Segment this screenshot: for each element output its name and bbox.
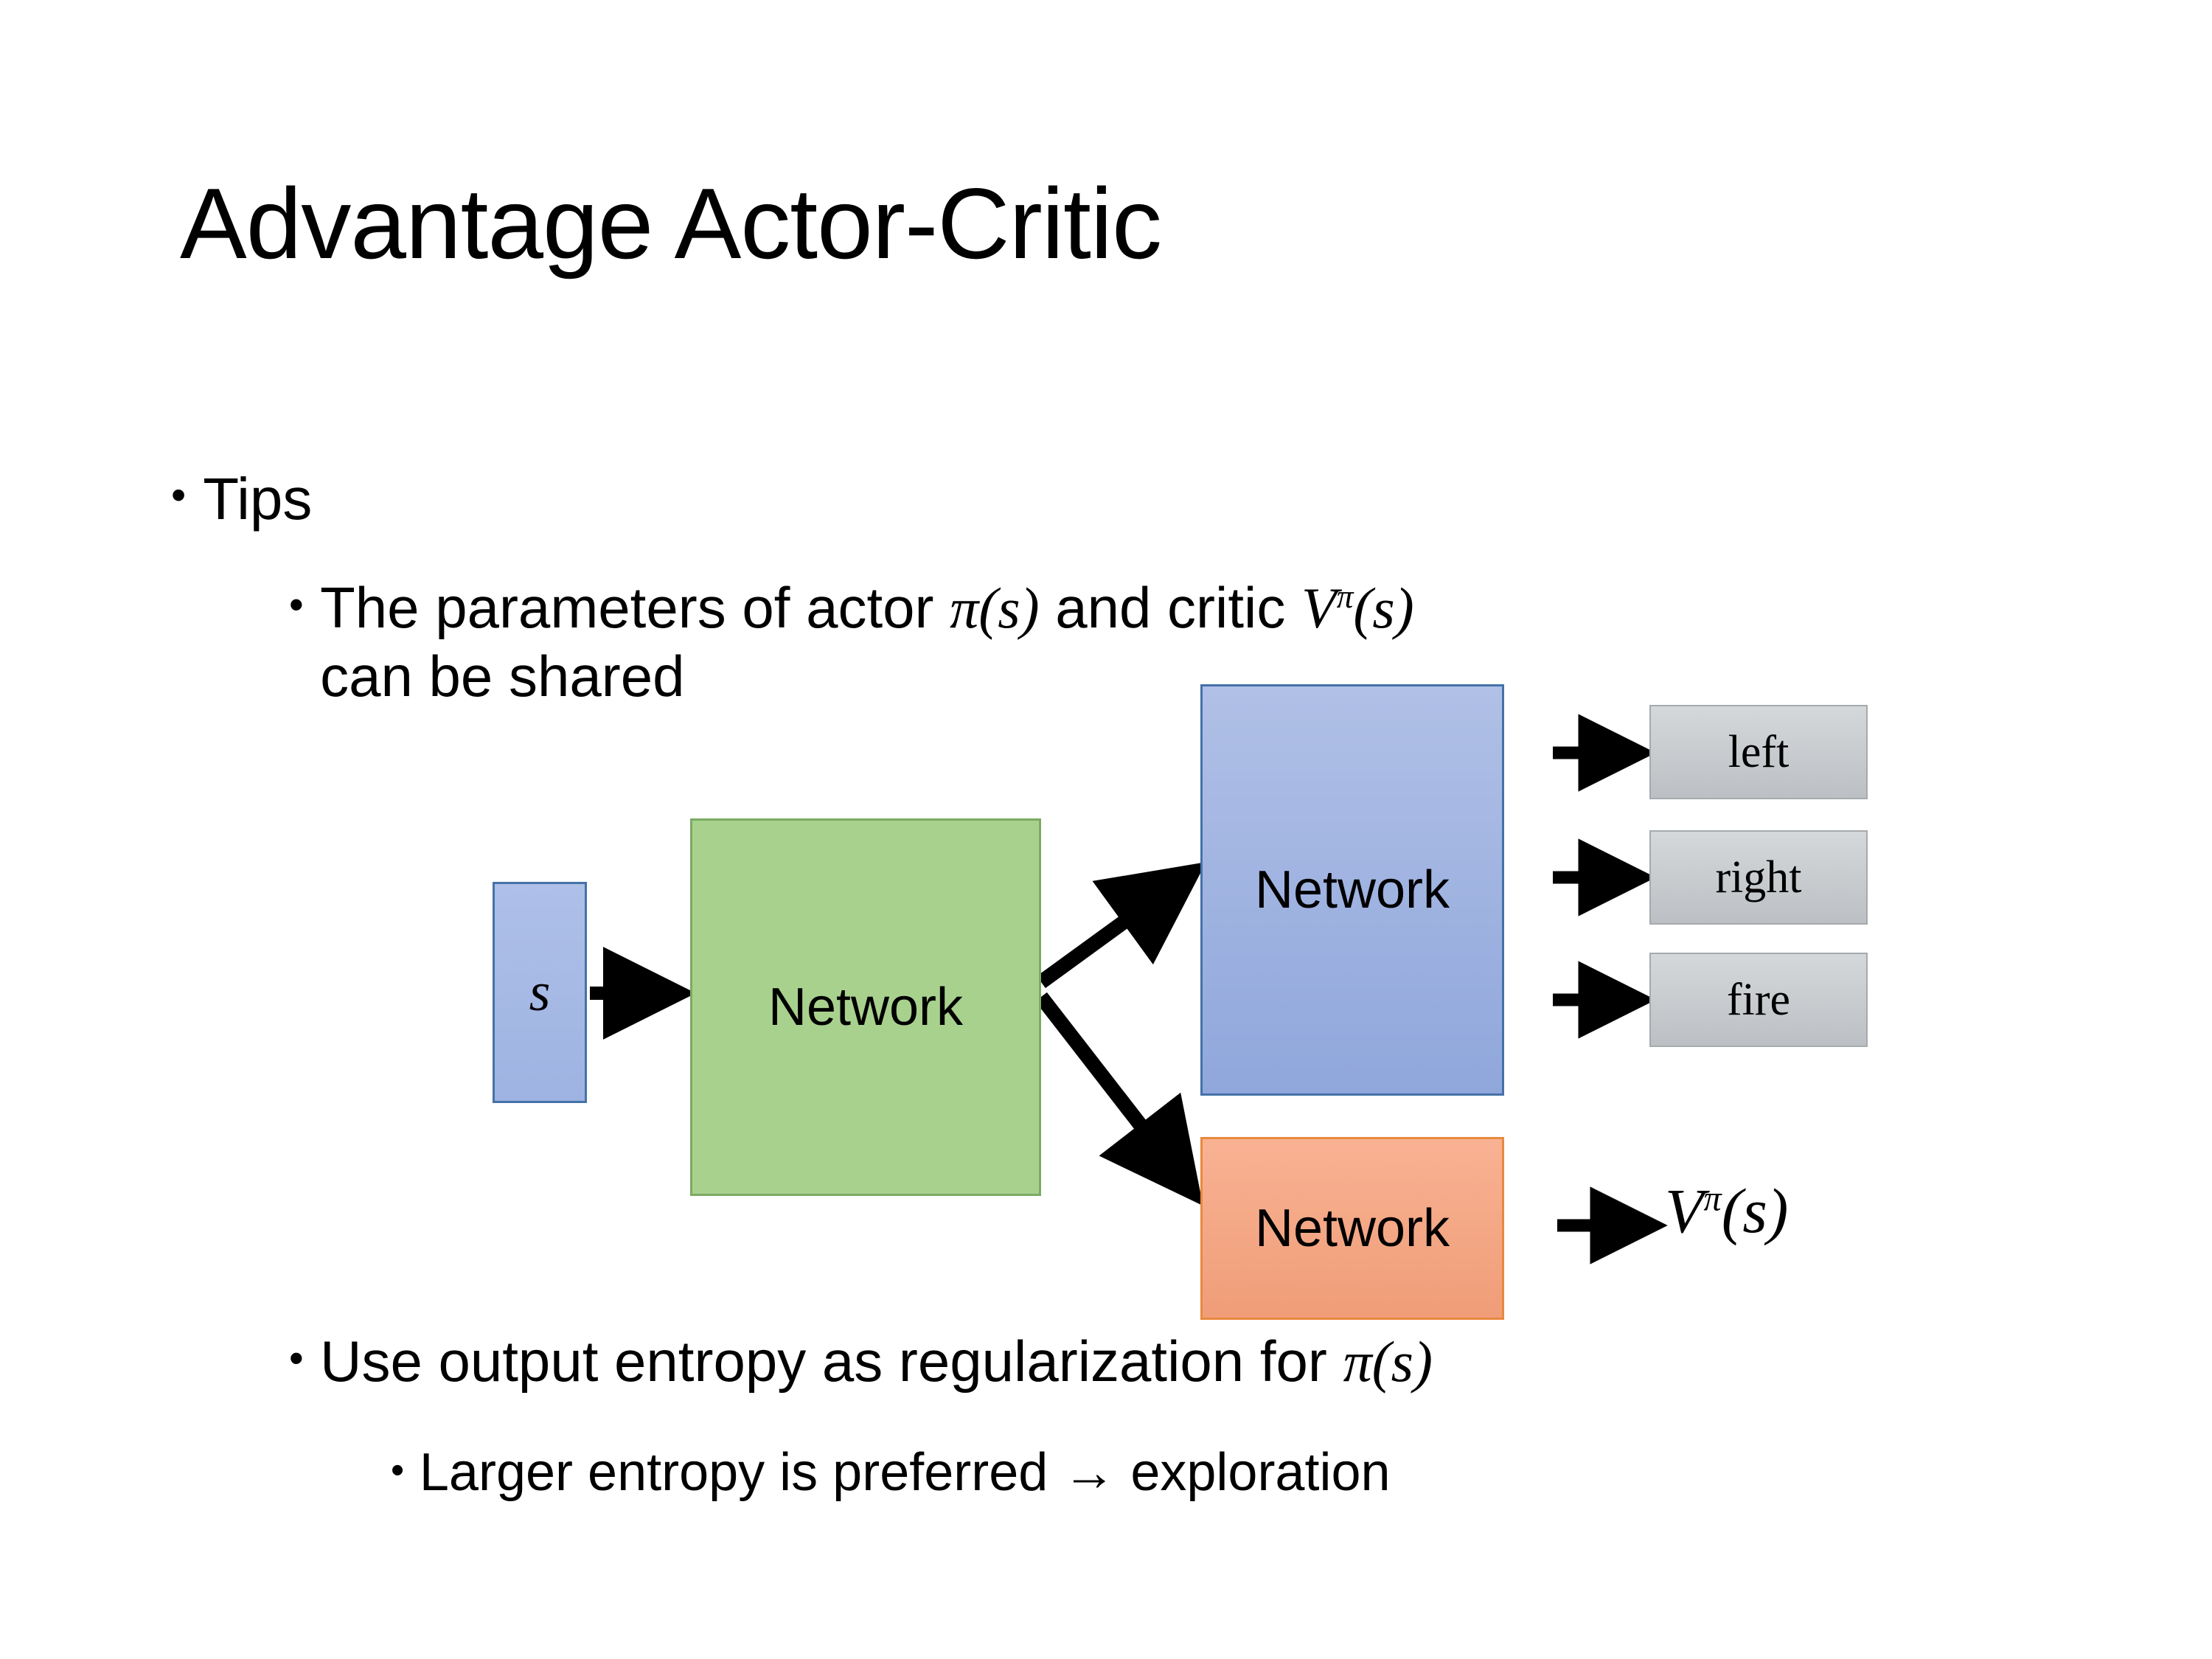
actor-network-box: Network [1200,684,1504,1096]
pi-args: (s) [978,576,1040,640]
critic-output-value-label: Vπ(s) [1665,1174,1788,1248]
action-label-right: right [1715,852,1802,902]
v-args: (s) [1353,576,1414,640]
shared-network-label: Network [768,978,964,1037]
action-box-right: right [1649,830,1868,925]
bullet-dot-icon: • [289,1335,304,1382]
bullet-entropy-text: Use output entropy as regularization for… [320,1327,1433,1396]
pi-of-s-math: π(s) [1343,1329,1433,1394]
action-label-fire: fire [1726,974,1791,1025]
bullet-tips: • Tips [171,465,312,534]
bullet-dot-icon: • [171,472,187,520]
entropy-prefix-text: Use output entropy as regularization for [320,1329,1343,1394]
bullet-larger-entropy-label: Larger entropy is preferred → exploratio… [419,1443,1391,1502]
pi-args: (s) [1371,1329,1433,1394]
actor-network-label: Network [1254,860,1450,919]
bullet-entropy-regularization: • Use output entropy as regularization f… [289,1327,1433,1396]
params-prefix-text: The parameters of actor [320,575,950,640]
critic-output-superscript-pi: π [1703,1179,1722,1219]
action-label-left: left [1728,726,1790,777]
arrow-shared-to-critic [1035,992,1203,1206]
bullet-dot-icon: • [289,581,304,628]
state-input-label: s [529,961,551,1023]
critic-output-v-symbol: V [1665,1175,1704,1246]
params-middle-text: and critic [1039,575,1302,640]
critic-output-args: (s) [1721,1175,1789,1246]
bullet-dot-icon: • [391,1447,405,1491]
pi-symbol: π [950,576,979,640]
pi-of-s-math: π(s) [950,576,1039,640]
action-box-fire: fire [1649,953,1868,1047]
v-superscript-pi: π [1336,578,1354,615]
arrow-shared-to-actor [1037,862,1206,989]
bullet-tips-label: Tips [203,466,313,532]
v-symbol: V [1301,576,1337,640]
params-line-two: can be shared [320,644,685,709]
state-input-box: s [493,882,587,1103]
critic-network-label: Network [1254,1199,1450,1258]
shared-network-box: Network [690,818,1041,1196]
v-pi-of-s-math: Vπ(s) [1301,576,1414,640]
critic-network-box: Network [1200,1137,1504,1320]
action-box-left: left [1649,705,1868,799]
pi-symbol: π [1343,1329,1372,1394]
bullet-shared-parameters: • The parameters of actor π(s) and criti… [289,574,2073,710]
bullet-shared-parameters-text: The parameters of actor π(s) and critic … [320,574,1414,710]
bullet-larger-entropy: • Larger entropy is preferred → explorat… [391,1441,1391,1504]
page-title: Advantage Actor-Critic [180,167,1162,279]
